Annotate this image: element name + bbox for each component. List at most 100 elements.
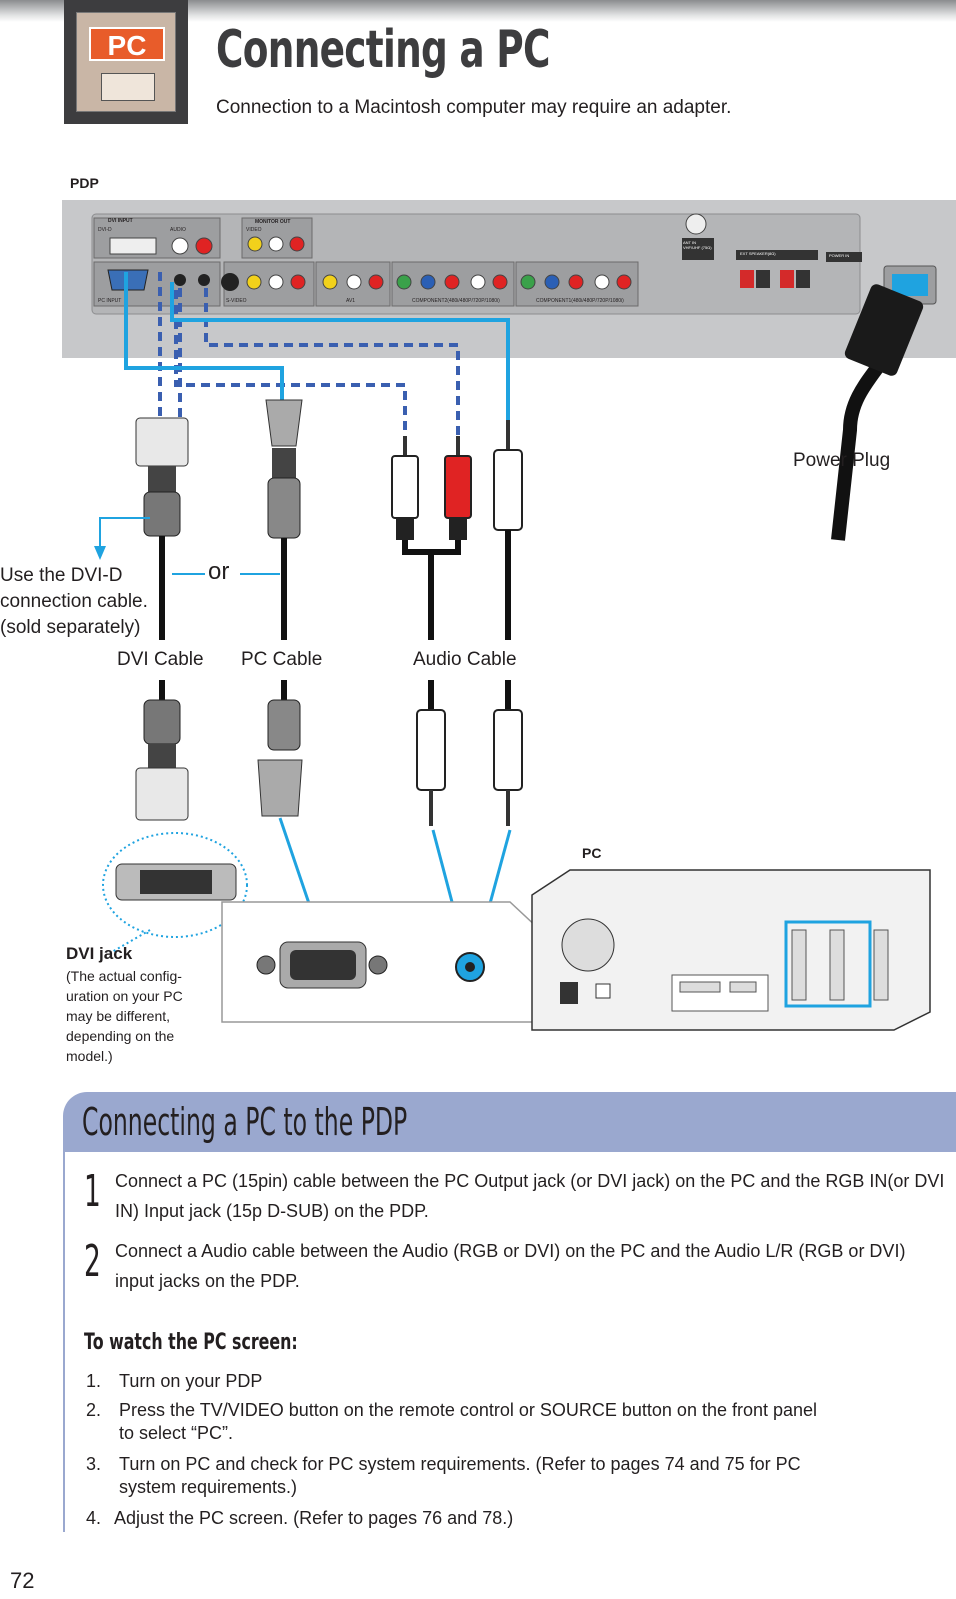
step-text: Connect a PC (15pin) cable between the P… <box>115 1171 945 1221</box>
dvi-zoom-circle <box>102 832 248 938</box>
dvi-jack-leader <box>111 929 151 953</box>
dvi-port-icon <box>109 237 157 255</box>
screw-icon <box>256 955 276 975</box>
panel-label-s-video: S-VIDEO <box>226 298 247 304</box>
power-socket-icon <box>560 982 578 1004</box>
vga-connector-bottom-icon <box>257 759 303 817</box>
speaker-terminal-black-icon <box>796 270 810 288</box>
audio-jack-red-icon <box>616 274 632 290</box>
dvi-jack-note: (The actual config- uration on your PC m… <box>66 966 183 1066</box>
list-item: 3.Turn on PC and check for PC system req… <box>86 1453 906 1499</box>
ext-speaker-plate <box>736 250 818 260</box>
audio-jack-red-icon <box>290 274 306 290</box>
video-jack-yellow-icon <box>246 274 262 290</box>
stereo-plug-icon <box>493 449 523 531</box>
step-number: 2 <box>84 1236 101 1287</box>
audio-jack-white-icon <box>171 237 189 255</box>
audio-jack-white-icon <box>268 274 284 290</box>
audio-jack-white-icon <box>346 274 362 290</box>
computer-base-icon <box>101 73 155 101</box>
step-text: Connect a Audio cable between the Audio … <box>115 1241 906 1291</box>
watch-heading: To watch the PC screen: <box>84 1330 298 1355</box>
dvi-jack-note-line: model.) <box>66 1048 113 1064</box>
pc-audio-jack-icon <box>174 274 186 286</box>
audio-jack-white-icon <box>268 236 284 252</box>
stereo-plug-icon <box>416 709 446 791</box>
sound-card-slot-icon <box>829 929 845 1001</box>
vga-ferrite-icon <box>267 477 301 539</box>
dvi-connector-top-icon <box>135 417 189 467</box>
video-jack-yellow-icon <box>247 236 263 252</box>
list-item-continuation: system requirements.) <box>119 1477 298 1497</box>
section-header-bar <box>63 1092 956 1152</box>
dvi-connector-neck <box>148 744 176 768</box>
dvi-audio-jack-icon <box>198 274 210 286</box>
panel-label-monitor-out: MONITOR OUT <box>255 219 291 225</box>
component-pb-jack-icon <box>544 274 560 290</box>
panel-label-ant: ANT IN VHF/UHF (75Ω) <box>683 240 712 250</box>
rca-plug-red-icon <box>444 455 472 519</box>
audio-dashed-route <box>174 290 407 440</box>
rca-plug-red-neck <box>449 518 467 540</box>
speaker-terminal-red-icon <box>780 270 794 288</box>
dvi-ferrite-icon <box>143 699 181 745</box>
vga-jack-pins <box>290 950 356 980</box>
panel-label-power-in: POWER IN <box>829 253 850 258</box>
panel-label-component2: COMPONENT2(480i/480P/720P/1080i) <box>412 298 500 304</box>
component-y-jack-icon <box>396 274 412 290</box>
pc-ports-highlight <box>784 920 872 1008</box>
audio-dashed-route <box>204 288 460 440</box>
component-pb-jack-icon <box>420 274 436 290</box>
pc-icon-label: PC <box>89 27 165 61</box>
component-y-jack-icon <box>520 274 536 290</box>
list-item-number: 2. <box>86 1400 102 1420</box>
section-title: Connecting a PC to the PDP <box>82 1100 408 1144</box>
power-plug-label: Power Plug <box>793 450 891 471</box>
panel-label-component1: COMPONENT1(480i/480P/720P/1080i) <box>536 298 624 304</box>
list-item-text: Turn on your PDP <box>119 1371 263 1391</box>
dvi-ferrite-icon <box>143 491 181 537</box>
page-number: 72 <box>10 1568 35 1593</box>
list-item-text: Turn on PC and check for PC system requi… <box>119 1454 801 1474</box>
pc-section-icon: PC <box>64 0 188 124</box>
dvi-jack-pins <box>140 870 212 894</box>
component-pr-jack-icon <box>568 274 584 290</box>
connection-diagram <box>62 200 956 1031</box>
page-subtitle: Connection to a Macintosh computer may r… <box>216 97 732 118</box>
io-panel <box>671 974 769 1012</box>
video-card-slot-icon <box>791 929 807 1001</box>
audio-jack-white-icon <box>470 274 486 290</box>
dvi-cable-label: DVI Cable <box>117 649 204 670</box>
fan-icon <box>561 918 615 972</box>
audio-jack-red-icon <box>492 274 508 290</box>
list-item-number: 1. <box>86 1371 102 1391</box>
pdp-label: PDP <box>70 175 99 191</box>
list-item-text: Press the TV/VIDEO button on the remote … <box>119 1400 818 1420</box>
vga-connector-top-icon <box>265 399 303 447</box>
component-pr-jack-icon <box>444 274 460 290</box>
vga-connector-neck <box>272 448 296 478</box>
dvi-jack-note-line: (The actual config- <box>66 968 182 984</box>
list-item: 2. Press the TV/VIDEO button on the remot… <box>86 1399 906 1445</box>
or-label: or <box>208 558 230 585</box>
stereo-plug-icon <box>493 709 523 791</box>
step-number: 1 <box>84 1166 101 1217</box>
speaker-terminal-red-icon <box>740 270 754 288</box>
audio-cable-route <box>170 282 510 422</box>
dvi-note-line: connection cable. <box>0 591 148 612</box>
audio-jack-red-icon <box>195 237 213 255</box>
top-gradient-bar <box>0 0 956 22</box>
parallel-port-icon <box>679 981 721 993</box>
expansion-slot-icon <box>873 929 889 1001</box>
dvi-connector-neck <box>148 466 176 492</box>
speaker-terminal-black-icon <box>756 270 770 288</box>
list-item: 4.Adjust the PC screen. (Refer to pages … <box>86 1507 906 1530</box>
panel-label-video: VIDEO <box>246 227 262 233</box>
pc-label: PC <box>582 845 602 861</box>
section-side-rule <box>63 1152 65 1532</box>
audio-jack-red-icon <box>368 274 384 290</box>
monitor-icon: PC <box>76 12 176 112</box>
list-item-number: 4. <box>86 1508 102 1528</box>
dvi-connector-bottom-icon <box>135 767 189 821</box>
panel-label-dvi-input: DVI INPUT <box>108 218 133 224</box>
